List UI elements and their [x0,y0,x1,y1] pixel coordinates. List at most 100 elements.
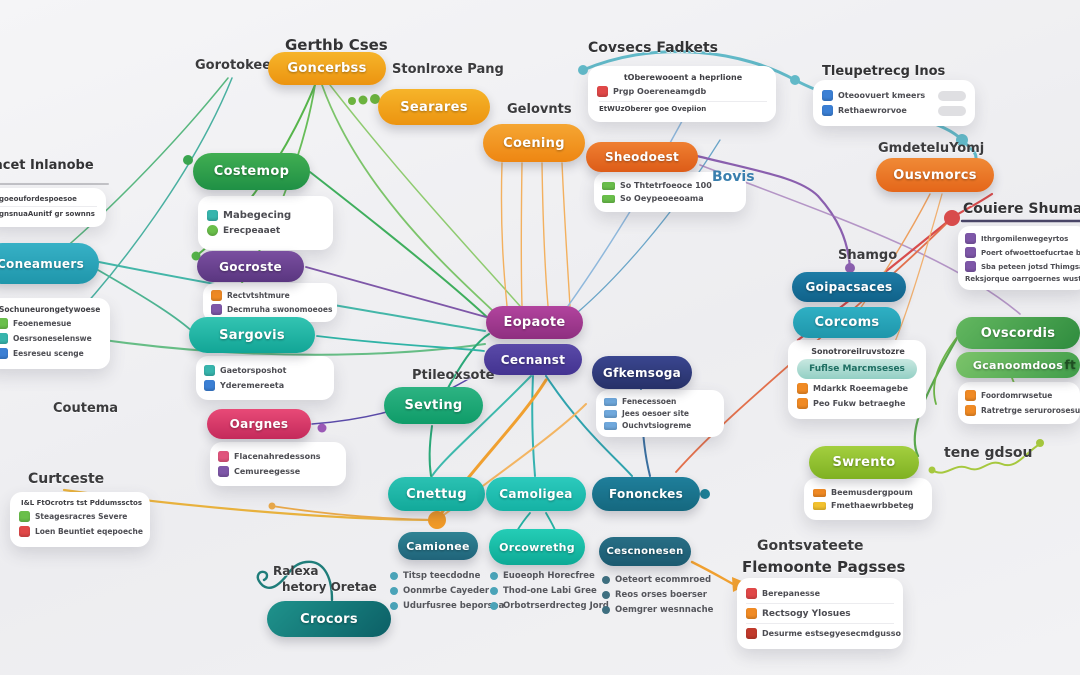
card-sono-item: Peo Fukw betraeghe [813,399,906,408]
orange-square-icon [965,405,976,416]
card-right4-item: Sba peteen jotsd Thimgsabe [981,262,1080,271]
node-concerbs[interactable]: Goncerbss [268,52,386,85]
bar-glyph-icon: ft [1064,358,1076,372]
card-sono-heading: Sonotroreilruvstozre [811,347,905,356]
card-swrento-item: Beemusdergpoum [831,488,913,497]
blue-square-icon [822,105,833,116]
label-gontsvateete: Gontsvateete [757,538,864,554]
card-costemop: Mabegecing Erecpeaaet [198,196,333,250]
node-camoliga[interactable]: Camoligea [486,477,586,511]
card-gfkemsoga-item: Jees oesoer site [622,409,689,418]
card-covsecs-heading: tOberewooent a heprlione [623,73,743,82]
card-leftbottom-item: Steagesracres Severe [35,512,128,521]
node-sargovis[interactable]: Sargovis [189,317,315,353]
card-topright: Oteoovuert kmeers Rethaewrorvoe [813,80,975,126]
label-shamgo: Shamgo [838,248,898,263]
purple-square-icon [211,304,222,315]
label-bovis: Bovis [712,169,755,185]
node-ousvmorcs[interactable]: Ousvmorcs [876,158,994,192]
card-costemop-item: Mabegecing [223,210,292,221]
node-eopaote[interactable]: Eopaote [486,306,583,339]
card-gfkemsoga: Fenecessoen Jees oesoer site Ouchvtsiogr… [596,390,724,437]
list-orcowrethg-item: Orbotrserdrecteg Jord [503,601,609,611]
card-covsecs: tOberewooent a heprlione Prgp Ooereneamg… [588,66,776,122]
red-square-icon [597,86,608,97]
card-gocroste-item: Decmruha swonomoeoes [227,305,333,314]
card-leftbottom: I&L FtOcrotrs tst Pddumssctos Steagesrac… [10,492,150,547]
node-coening[interactable]: Coening [483,124,585,162]
node-cecnanst[interactable]: Cecnanst [484,344,582,375]
card-sargovis-item: Gaetorsposhot [220,366,287,375]
card-leftmid: Sochuneurongetywoese Feoenemesue Oesrson… [0,298,110,369]
node-ovscordis[interactable]: Ovscordis [956,317,1080,349]
label-gorotokeets: Gorotokeets [195,58,285,73]
node-gfkemsoga[interactable]: Gfkemsoga [592,356,692,389]
label-coutema: Coutema [53,401,119,416]
list-cescnonesen-item: Oeteort ecommroed [615,575,712,585]
card-gocroste-item: Rectvtshtmure [227,291,290,300]
title-inlanobe: acet Inlanobe [0,158,94,173]
teal-square-icon [207,210,218,221]
node-costemop[interactable]: Costemop [193,153,310,190]
card-right4: Ithrgomilenwegeyrtos Poert ofwoettoefucr… [958,226,1080,290]
card-leftbottom-heading: I&L FtOcrotrs tst Pddumssctos [21,499,143,507]
card-ovscordis-item: Ratretrge serurorosesue [981,406,1080,415]
label-stonlroxe: Stonlroxe Pang [392,62,504,77]
node-streodest[interactable]: Sheodoest [586,142,698,172]
orange-square-icon [813,488,826,497]
title-gerthb: Gerthb Cses [285,36,388,54]
list-cescnonesen-item: Reos orses boerser [615,590,707,600]
orange-square-icon [965,390,976,401]
node-cnettug[interactable]: Cnettug [388,477,485,511]
list-camionee-item: Oonmrbe Cayeder [403,586,490,596]
dark-dot-icon [602,606,610,614]
card-leftmid-heading: Sochuneurongetywoese [0,305,101,314]
orange-square-icon [797,383,808,394]
node-cescnonesen[interactable]: Cescnonesen [599,537,691,566]
node-gcanoomdoos[interactable]: Gcanoomdoos ft [956,352,1080,378]
gray-pill-icon [938,90,966,101]
card-right4-item: Ithrgomilenwegeyrtos [981,234,1069,243]
title-cutena: Couiere Shumaos [963,201,1080,217]
list-camionee-item: Titsp teecdodne [403,571,481,581]
green-square-icon [0,318,8,329]
card-right4-item: Poert ofwoettoefucrtae bonds [981,248,1080,257]
node-swrento[interactable]: Swrento [809,446,919,479]
card-sargovis: Gaetorsposhot Yderemereeta [196,356,334,400]
card-lefttop: goeoufordespoesoe gnsnuaAunitf gr sownns [0,188,106,227]
card-gfkemsoga-item: Fenecessoen [622,397,677,406]
node-crocors[interactable]: Crocors [267,601,391,637]
node-sevting[interactable]: Sevting [384,387,483,424]
red-square-icon [746,588,757,599]
node-fononckes[interactable]: Fononckes [592,477,700,511]
card-costemop-item: Erecpeaaet [223,225,281,236]
node-oargnes[interactable]: Oargnes [207,409,311,439]
darkred-square-icon [746,628,757,639]
card-flemoonte-item: Berepanesse [762,589,821,598]
card-oargnes-item: Flacenahredessons [234,452,321,461]
node-coneamuers[interactable]: Coneamuers [0,243,99,284]
label-gelovnts: Gelovnts [507,102,572,117]
card-streodest-item: So Thtetrfoeoce 100 [620,181,712,190]
orange-square-icon [746,608,757,619]
card-leftmid-item: Feoenemesue [13,319,72,328]
title-tleupetrecg: Tleupetrecg Inos [822,64,946,79]
card-ovscordis: Foordomrwsetue Ratretrge serurorosesue [958,382,1080,424]
card-leftmid-item: Eesreseu scenge [13,349,84,358]
list-camionee: Titsp teecdodne Oonmrbe Cayeder Udurfusr… [390,566,504,616]
node-orcowrethg[interactable]: Orcowrethg [489,529,585,565]
label-ptileoxsote: Ptileoxsote [412,368,495,383]
card-gocroste: Rectvtshtmure Decmruha swonomoeoes [203,283,337,322]
red-square-icon [19,526,30,537]
node-searares[interactable]: Searares [378,89,490,125]
node-gocroste[interactable]: Gocroste [197,251,304,282]
node-goipacsaces[interactable]: Goipacsaces [792,272,906,302]
card-flemoonte: Berepanesse Rectsogy Ylosues Desurme est… [737,578,903,649]
node-camionee[interactable]: Camionee [398,532,478,560]
card-oargnes: Flacenahredessons Cemureegesse [210,442,346,486]
dark-dot-icon [602,576,610,584]
orange-square-icon [211,290,222,301]
node-corcoms[interactable]: Corcoms [793,307,901,338]
orange-square-icon [797,398,808,409]
